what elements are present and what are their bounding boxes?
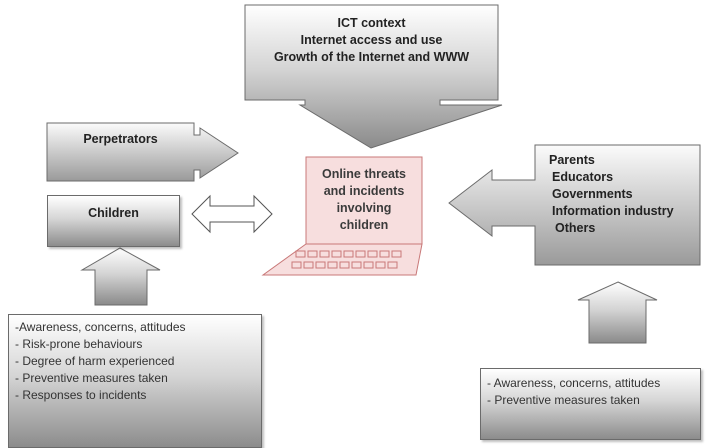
children-factors-box: -Awareness, concerns, attitudes - Risk-p… [8, 314, 262, 448]
ict-title: ICT context [337, 16, 406, 30]
stakeholders-arrow [448, 144, 701, 266]
ict-context-text: ICT context Internet access and use Grow… [245, 15, 498, 66]
children-factor-awareness: -Awareness, concerns, attitudes [15, 320, 186, 334]
stakeholder-factor-awareness: - Awareness, concerns, attitudes [487, 376, 661, 390]
stakeholders-list: Parents Educators Governments Informatio… [549, 152, 704, 237]
children-label: Children [88, 206, 139, 220]
stakeholder-factors-box: - Awareness, concerns, attitudes - Preve… [480, 368, 701, 440]
children-factor-harm: - Degree of harm experienced [15, 354, 175, 368]
children-up-arrow [80, 247, 161, 306]
center-line-3: involving [336, 201, 392, 215]
children-box: Children [47, 195, 180, 247]
center-line-2: and incidents [323, 184, 405, 198]
stakeholder-educators: Educators [552, 170, 614, 184]
laptop-screen [305, 156, 423, 245]
stakeholder-others: Others [555, 221, 596, 235]
ict-context-arrow [244, 4, 503, 149]
ict-line-access: Internet access and use [300, 33, 443, 47]
stakeholder-information-industry: Information industry [552, 204, 674, 218]
perpetrators-label: Perpetrators [83, 132, 158, 146]
ict-line-growth: Growth of the Internet and WWW [273, 50, 470, 64]
laptop-base [261, 243, 423, 276]
children-factor-responses: - Responses to incidents [15, 388, 147, 402]
online-threats-text: Online threats and incidents involving c… [306, 166, 422, 234]
perpetrators-arrow [46, 122, 239, 182]
children-double-arrow [191, 194, 273, 234]
stakeholder-factor-preventive: - Preventive measures taken [487, 393, 640, 407]
children-factor-risk: - Risk-prone behaviours [15, 337, 143, 351]
stakeholder-governments: Governments [552, 187, 633, 201]
laptop-keys [291, 250, 402, 269]
center-line-1: Online threats [321, 167, 407, 181]
stakeholder-parents: Parents [549, 153, 595, 167]
children-factor-preventive: - Preventive measures taken [15, 371, 168, 385]
stakeholders-up-arrow [577, 281, 658, 344]
center-line-4: children [339, 218, 389, 232]
